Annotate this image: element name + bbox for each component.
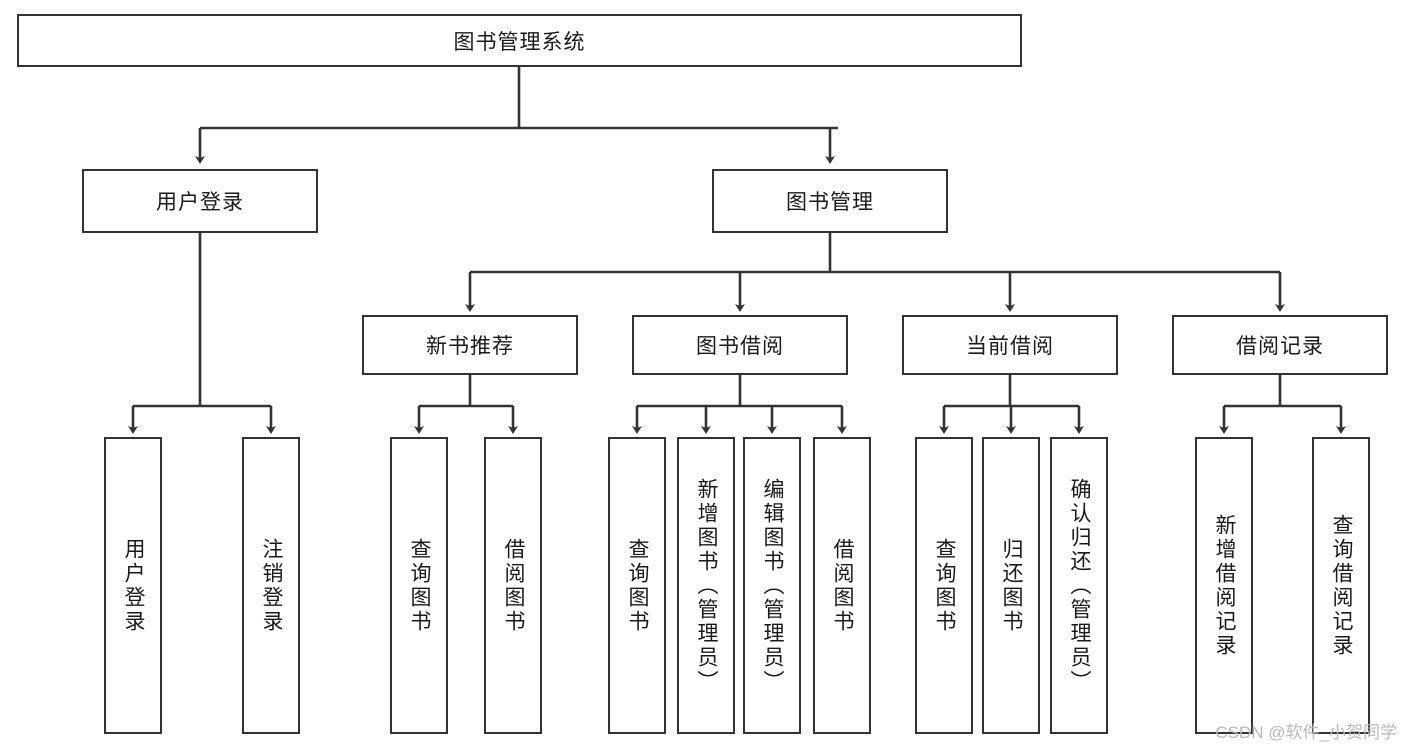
node-leaf-query-book-borrow-label: 查询图书 bbox=[626, 537, 650, 634]
node-new-book-recommend[interactable]: 新书推荐 bbox=[362, 315, 578, 375]
node-leaf-borrow-book-recommend[interactable]: 借阅图书 bbox=[484, 437, 542, 734]
node-leaf-add-book-admin[interactable]: 新增图书（管理员） bbox=[677, 437, 735, 734]
node-leaf-edit-book-admin[interactable]: 编辑图书（管理员） bbox=[743, 437, 801, 734]
node-user-login[interactable]: 用户登录 bbox=[82, 169, 318, 233]
node-book-borrow[interactable]: 图书借阅 bbox=[632, 315, 848, 375]
node-leaf-return-book[interactable]: 归还图书 bbox=[982, 437, 1040, 734]
node-leaf-query-borrow-record[interactable]: 查询借阅记录 bbox=[1312, 437, 1370, 734]
node-book-management-label: 图书管理 bbox=[786, 191, 874, 214]
node-borrow-record[interactable]: 借阅记录 bbox=[1172, 315, 1388, 375]
node-current-borrow[interactable]: 当前借阅 bbox=[902, 315, 1118, 375]
node-leaf-add-borrow-record[interactable]: 新增借阅记录 bbox=[1195, 437, 1253, 734]
node-leaf-query-book-recommend-label: 查询图书 bbox=[408, 537, 432, 634]
node-leaf-borrow-book-label: 借阅图书 bbox=[831, 537, 855, 634]
node-leaf-logout[interactable]: 注销登录 bbox=[242, 437, 300, 734]
node-current-borrow-label: 当前借阅 bbox=[966, 335, 1054, 358]
node-root[interactable]: 图书管理系统 bbox=[17, 14, 1022, 67]
node-book-management[interactable]: 图书管理 bbox=[712, 169, 948, 233]
node-leaf-query-book-recommend[interactable]: 查询图书 bbox=[390, 437, 448, 734]
node-borrow-record-label: 借阅记录 bbox=[1236, 335, 1324, 358]
node-leaf-edit-book-admin-label: 编辑图书（管理员） bbox=[761, 477, 785, 694]
node-new-book-recommend-label: 新书推荐 bbox=[426, 335, 514, 358]
node-leaf-confirm-return-admin[interactable]: 确认归还（管理员） bbox=[1050, 437, 1108, 734]
node-leaf-logout-label: 注销登录 bbox=[260, 537, 284, 634]
node-leaf-query-book-borrow[interactable]: 查询图书 bbox=[608, 437, 666, 734]
node-leaf-user-login[interactable]: 用户登录 bbox=[104, 437, 162, 734]
node-root-label: 图书管理系统 bbox=[453, 30, 586, 54]
node-book-borrow-label: 图书借阅 bbox=[696, 335, 784, 358]
watermark: CSDN @软件_小贺同学 bbox=[1215, 723, 1397, 742]
node-leaf-borrow-book-recommend-label: 借阅图书 bbox=[502, 537, 526, 634]
node-leaf-add-book-admin-label: 新增图书（管理员） bbox=[695, 477, 719, 694]
node-leaf-query-borrow-record-label: 查询借阅记录 bbox=[1330, 513, 1354, 658]
node-user-login-label: 用户登录 bbox=[156, 191, 244, 214]
node-leaf-return-book-label: 归还图书 bbox=[1000, 537, 1024, 634]
node-leaf-user-login-label: 用户登录 bbox=[122, 537, 146, 634]
node-leaf-confirm-return-admin-label: 确认归还（管理员） bbox=[1068, 477, 1092, 694]
node-leaf-query-book-current[interactable]: 查询图书 bbox=[915, 437, 973, 734]
node-leaf-borrow-book[interactable]: 借阅图书 bbox=[813, 437, 871, 734]
node-leaf-query-book-current-label: 查询图书 bbox=[933, 537, 957, 634]
node-leaf-add-borrow-record-label: 新增借阅记录 bbox=[1213, 513, 1237, 658]
